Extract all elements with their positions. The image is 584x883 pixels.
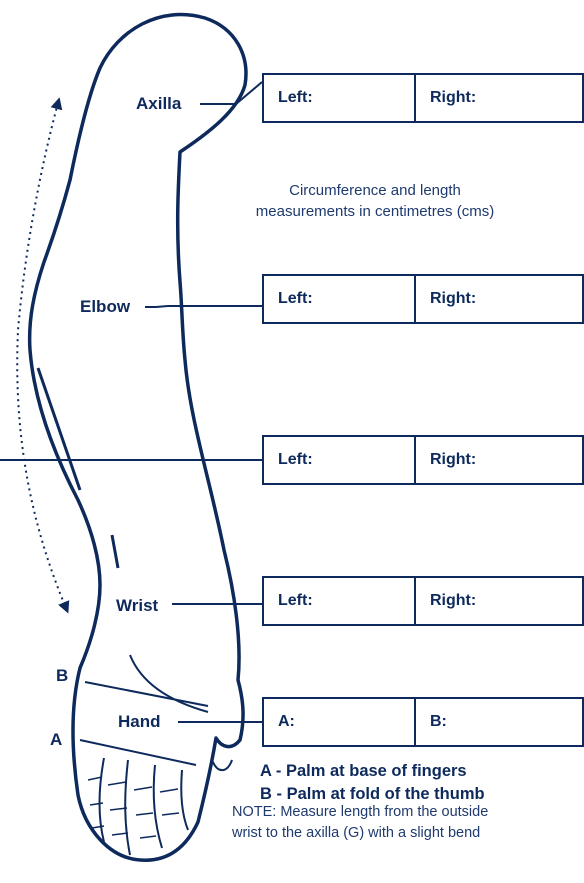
forearm-line [36,367,82,491]
axilla-leader [200,81,263,105]
thumb-tip-detail [211,759,233,772]
length-arrow [16,97,70,614]
axilla-measure-box: Left: Right: [262,73,584,123]
forearm-right-field[interactable]: Right: [430,451,477,468]
elbow-right-field[interactable]: Right: [430,290,477,307]
finger-knuckles [87,776,180,839]
legend-a: A - Palm at base of fingers [260,762,467,780]
measurement-caption: Circumference and length measurements in… [210,180,540,222]
axilla-right-field[interactable]: Right: [430,89,477,106]
elbow-leader [145,305,262,308]
label-b: B [56,666,69,685]
label-elbow: Elbow [80,297,131,316]
hand-a-field[interactable]: A: [264,699,416,745]
note-line-1: NOTE: Measure length from the outside [232,804,489,820]
label-hand: Hand [118,712,161,731]
arm-outline [27,12,248,862]
band-line-b [84,681,209,707]
finger-line-4 [180,769,189,831]
label-a: A [50,730,63,749]
caption-line-1: Circumference and length [289,182,461,199]
legend-b: B - Palm at fold of the thumb [260,785,485,803]
forearm-left-field[interactable]: Left: [264,437,416,483]
wrist-measure-box: Left: Right: [262,576,584,626]
wrist-left-field[interactable]: Left: [264,578,416,624]
elbow-measure-box: Left: Right: [262,274,584,324]
wrist-right-field[interactable]: Right: [430,592,477,609]
forearm-measure-box: Left: Right: [262,435,584,485]
caption-line-2: measurements in centimetres (cms) [255,203,495,220]
label-axilla: Axilla [136,94,182,113]
finger-line-3 [152,764,163,849]
finger-line-2 [124,759,131,856]
band-line-a [79,739,197,766]
label-wrist: Wrist [116,596,159,615]
note-line-2: wrist to the axilla (G) with a slight be… [232,825,481,841]
forearm-line-short [110,534,120,569]
elbow-left-field[interactable]: Left: [264,276,416,322]
axilla-left-field[interactable]: Left: [264,75,416,121]
hand-measure-box: A: B: [262,697,584,747]
measurement-note: NOTE: Measure length from the outside wr… [232,802,584,844]
finger-line-1 [98,757,105,843]
hand-b-field[interactable]: B: [430,713,447,730]
thumb-crease [129,654,209,713]
